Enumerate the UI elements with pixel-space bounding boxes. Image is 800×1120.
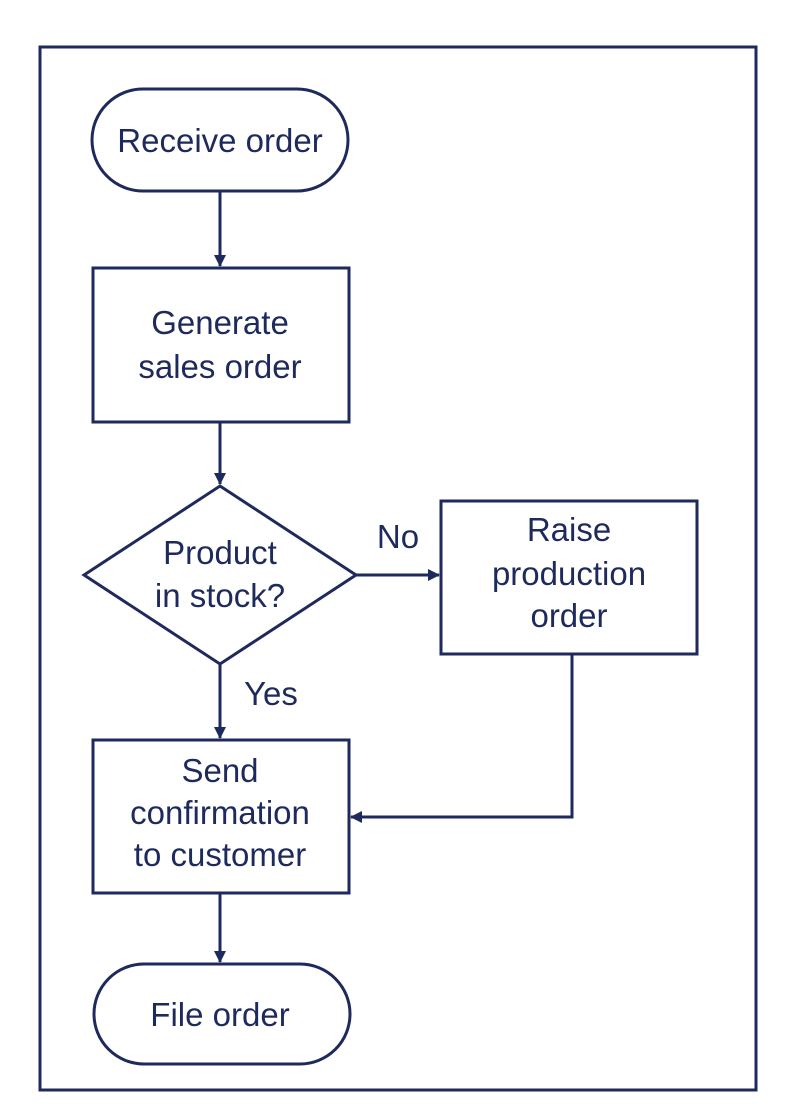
- node-label-line-2: in stock?: [155, 577, 285, 614]
- node-label-line-2: confirmation: [130, 794, 310, 831]
- node-product-in-stock: Product in stock?: [81, 484, 359, 666]
- node-label-line-3: order: [530, 597, 607, 634]
- node-raise-production-order: Raise production order: [439, 499, 699, 656]
- node-label-line-1: Product: [163, 534, 277, 571]
- node-file-order: File order: [92, 962, 352, 1066]
- node-label-line-1: Raise: [527, 511, 611, 548]
- node-label-line-2: production: [492, 555, 646, 592]
- node-label: Receive order: [117, 122, 322, 159]
- node-label-line-2: sales order: [138, 348, 301, 385]
- node-label-line-1: Send: [181, 752, 258, 789]
- terminator-shape: [92, 962, 352, 1066]
- edge-production-to-confirmation: [350, 654, 574, 823]
- process-shape: [439, 499, 699, 656]
- decision-shape: [81, 484, 359, 666]
- node-label-line-1: Generate: [151, 304, 289, 341]
- edge-label-yes: Yes: [244, 675, 298, 712]
- edge-label-no: No: [377, 518, 419, 555]
- process-shape: [91, 738, 351, 895]
- node-label-line-3: to customer: [134, 836, 306, 873]
- diagram-frame: [38, 45, 758, 1092]
- node-receive-order: Receive order: [90, 87, 350, 193]
- process-shape: [91, 266, 351, 424]
- node-generate-sales-order: Generate sales order: [91, 266, 351, 424]
- terminator-shape: [90, 87, 350, 193]
- node-label: File order: [150, 996, 289, 1033]
- node-send-confirmation: Send confirmation to customer: [91, 738, 351, 895]
